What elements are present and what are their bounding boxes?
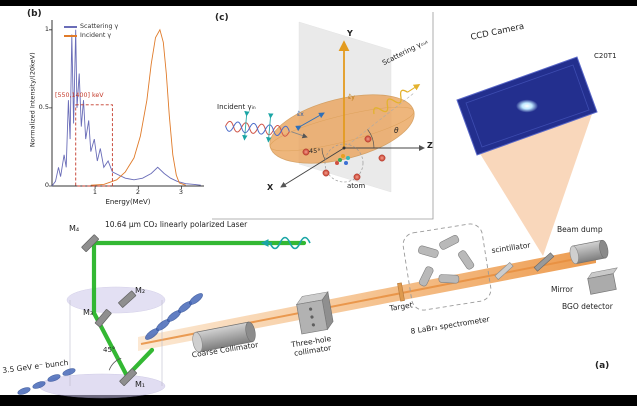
- bgo-detector-box: [587, 267, 618, 295]
- coarse-collimator: [192, 321, 256, 353]
- electron-bunches-mid: [145, 293, 203, 340]
- scattered-wave: [373, 83, 421, 115]
- laser-mirror-assembly: [17, 234, 311, 399]
- beam-dump-label: Beam dump: [557, 225, 603, 234]
- bgo-detector-label: BGO detector: [562, 302, 613, 311]
- atom-orbit-circle: [324, 143, 364, 183]
- mirror-m2: [118, 290, 137, 308]
- target-foil: [397, 282, 405, 302]
- ccd-camera-group: [456, 56, 598, 256]
- legend-label-scattering: Scattering γ: [80, 22, 119, 30]
- polarization-ellipse: [269, 94, 415, 164]
- panel-c-geometry: [212, 12, 434, 220]
- theta-label: θ: [394, 126, 399, 135]
- bottom-letterbox-bar: [0, 395, 637, 406]
- electron-bunches-incoming: [17, 368, 76, 395]
- plot-y-axis-label: Normalized Intensity/(20keV): [28, 52, 37, 148]
- ccd-sensor-frame: [465, 64, 590, 148]
- incident-gamma-label: Incident γᵢₙ: [217, 103, 256, 111]
- legend-swatch-scattering: [64, 26, 77, 28]
- atom-nucleus-cluster: [335, 154, 350, 165]
- atom-label: atom: [347, 182, 366, 190]
- electron-spheres: [302, 135, 386, 181]
- incident-wave: [225, 111, 308, 143]
- annotation-box: [75, 104, 113, 187]
- panel-a-label: (a): [595, 361, 610, 371]
- x-tick-3: 3: [178, 188, 184, 196]
- mirror-m4: [81, 234, 99, 252]
- panel-c-border: [212, 12, 434, 220]
- beam-dump-cylinder: [569, 239, 609, 265]
- mirror-m3: [94, 309, 112, 328]
- axis-ticks: [49, 29, 182, 189]
- mirror-m1-label: M₁: [135, 380, 146, 389]
- panel-b-plot: [49, 20, 204, 189]
- y-tick-0: 0: [44, 181, 49, 189]
- theta-arc: [367, 129, 375, 149]
- mirror-m2-label: M₂: [135, 286, 146, 295]
- mirror-45-label: 45°: [103, 346, 116, 354]
- panel-b-label: (b): [27, 9, 42, 19]
- mirror-m4-label: M₄: [69, 224, 80, 233]
- annotation-box-label: [550,1400] keV: [55, 92, 104, 99]
- laser-beam-path: [91, 240, 307, 379]
- axis-x-label: X: [267, 183, 274, 192]
- y-tick-1: 1: [44, 25, 49, 33]
- laser-source-wave: [260, 236, 311, 250]
- chart-curves: [51, 28, 201, 187]
- plot-x-axis-label: Energy(MeV): [105, 198, 151, 206]
- y-tick-05: 0.5: [38, 103, 49, 111]
- upper-platform: [66, 286, 166, 314]
- mirror-m1: [119, 368, 137, 386]
- panel-c-label: (c): [215, 13, 229, 23]
- top-letterbox-bar: [0, 0, 637, 6]
- polarization-x-label: ε̂x: [297, 111, 304, 118]
- x-axis-arrow: [280, 147, 345, 188]
- mirror-label: Mirror: [551, 285, 574, 294]
- x-tick-1: 1: [92, 188, 98, 196]
- axis-z-label: Z: [427, 141, 433, 150]
- axis-y-label: Y: [347, 29, 353, 38]
- labr3-spectrometer: [402, 223, 492, 311]
- legend-swatch-incident: [64, 35, 77, 37]
- x-tick-2: 2: [135, 188, 141, 196]
- three-hole-collimator: [295, 291, 334, 335]
- origin-dot: [342, 146, 346, 150]
- laser-label: 10.64 μm CO₂ linearly polarized Laser: [105, 220, 248, 229]
- camera-model-label: C20T1: [594, 52, 617, 60]
- pickoff-mirror: [533, 252, 555, 272]
- polarization-x-arrow: [295, 112, 325, 132]
- camera-light-cone: [479, 114, 592, 256]
- chart-series-1: [90, 28, 186, 186]
- legend-label-incident: Incident γ: [80, 31, 112, 39]
- chart-series-0: [51, 29, 201, 187]
- mirror-45-arc: [108, 357, 122, 371]
- angle-45-label-panel-c: 45°: [309, 147, 321, 155]
- scintillator-slab: [494, 262, 514, 280]
- beam-spot-glow: [516, 99, 538, 113]
- mirror-m3-label: M₃: [83, 308, 94, 317]
- polarization-y-label: ε̂y: [348, 94, 355, 101]
